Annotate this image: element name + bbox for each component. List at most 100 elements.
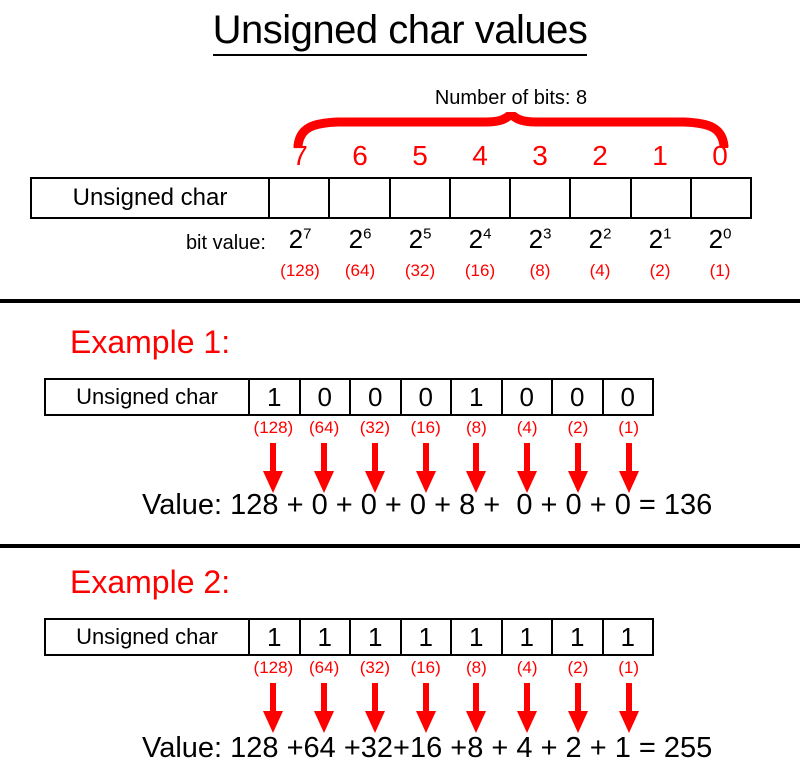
example-2-row-label: Unsigned char (46, 620, 250, 654)
bit-decimal-4: (8) (529, 261, 551, 280)
example-1-weight-3: (16) (410, 418, 441, 437)
example-1-bit-cell-6[interactable]: 0 (553, 380, 604, 414)
example-1-down-arrow-3 (413, 443, 439, 495)
example-2-down-arrow-3 (413, 683, 439, 735)
example-1-bit-cell-3[interactable]: 0 (402, 380, 452, 414)
header-bit-cell-7[interactable] (692, 179, 750, 217)
example-2-weight-7: (1) (618, 658, 640, 677)
bit-value-label: bit value: (185, 232, 266, 254)
bit-decimal-6: (2) (649, 261, 671, 280)
example-2-weight-2: (32) (359, 658, 390, 677)
example-1-bit-cell-7[interactable]: 0 (620, 381, 635, 412)
example-2-bit-cell-7[interactable]: 1 (620, 621, 635, 652)
example-1-weight-4: (8) (465, 418, 487, 437)
example-1-bit-cell-1[interactable]: 0 (301, 380, 351, 414)
bit-decimal-3: (16) (464, 261, 496, 280)
example-2-down-arrow-2 (362, 683, 388, 735)
example-2-down-arrow-5 (514, 683, 540, 735)
example-1-down-arrow-4 (463, 443, 489, 495)
example-1-weight-row: (128) (64) (32) (16) (8) (4) (2) (1) (248, 418, 654, 438)
example-1-weight-5: (4) (516, 418, 538, 437)
example-2-down-arrow-4 (463, 683, 489, 735)
example-1-weight-2: (32) (359, 418, 390, 437)
example-2-bit-cell-1[interactable]: 1 (301, 620, 351, 654)
example-2-bit-cell-0[interactable]: 1 (250, 620, 301, 654)
bit-decimal-2: (32) (404, 261, 436, 280)
header-bit-table: Unsigned char (30, 177, 752, 219)
example-2-bit-cell-6[interactable]: 1 (553, 620, 604, 654)
bit-power-2: 25 (408, 224, 432, 254)
bit-power-3: 24 (468, 224, 492, 254)
bit-number-3: 4 (472, 140, 488, 171)
header-bit-cell-6[interactable] (632, 179, 692, 217)
bit-number-0: 7 (292, 140, 308, 171)
example-1-bit-cell-4[interactable]: 1 (452, 380, 503, 414)
example-2-weight-6: (2) (567, 658, 589, 677)
bit-decimal-7: (1) (709, 261, 731, 280)
example-1-value-line: Value: 128 + 0 + 0 + 0 + 8 + 0 + 0 + 0 =… (142, 489, 713, 521)
header-cells (270, 179, 750, 217)
example-1-down-arrow-0 (260, 443, 286, 495)
example-1-heading: Example 1: (70, 324, 231, 360)
header-bit-cell-4[interactable] (511, 179, 572, 217)
example-2-value-line: Value: 128 +64 +32+16 +8 + 4 + 2 + 1 = 2… (142, 732, 713, 764)
example-1-weight-0: (128) (253, 418, 294, 437)
section-divider-1 (0, 299, 800, 303)
example-1-down-arrow-6 (565, 443, 591, 495)
example-1-row-label: Unsigned char (46, 380, 250, 414)
example-1-down-arrow-1 (311, 443, 337, 495)
example-2-weight-row: (128) (64) (32) (16) (8) (4) (2) (1) (248, 658, 654, 678)
example-2-weight-0: (128) (253, 658, 294, 677)
number-of-bits-caption: Number of bits: 8 (434, 87, 588, 109)
example-2-weight-4: (8) (465, 658, 487, 677)
bit-decimal-0: (128) (280, 261, 320, 280)
page-title-text: Unsigned char values (212, 8, 588, 56)
header-bit-cell-5[interactable] (571, 179, 632, 217)
bit-power-4: 23 (528, 224, 552, 254)
header-row-label: Unsigned char (32, 179, 270, 217)
example-1-weight-1: (64) (309, 418, 340, 437)
bit-power-1: 26 (348, 224, 372, 254)
example-1-weight-7: (1) (618, 418, 640, 437)
bit-number-7: 0 (712, 140, 728, 171)
bit-number-1: 6 (352, 140, 368, 171)
example-2-bit-cell-2[interactable]: 1 (351, 620, 402, 654)
bit-power-0: 27 (288, 224, 312, 254)
bit-power-7: 20 (708, 224, 732, 254)
bit-power-6: 21 (648, 224, 672, 254)
example-1-down-arrow-2 (362, 443, 388, 495)
example-1-weight-6: (2) (567, 418, 589, 437)
example-2-weight-1: (64) (309, 658, 340, 677)
example-1-down-arrow-5 (514, 443, 540, 495)
example-2-down-arrow-6 (565, 683, 591, 735)
bit-decimal-5: (4) (589, 261, 611, 280)
section-divider-2 (0, 544, 800, 548)
example-2-bit-cell-3[interactable]: 1 (402, 620, 452, 654)
example-1-bit-cell-5[interactable]: 0 (503, 380, 553, 414)
example-1-bit-cell-2[interactable]: 0 (351, 380, 402, 414)
brace-icon (290, 109, 732, 151)
bit-decimal-1: (64) (344, 261, 376, 280)
example-2-weight-3: (16) (410, 658, 441, 677)
bit-power-5: 22 (588, 224, 612, 254)
example-1-arrow-row (248, 443, 654, 495)
example-1-down-arrow-7 (616, 443, 642, 495)
bit-number-5: 2 (592, 140, 608, 171)
example-2-bit-cell-5[interactable]: 1 (503, 620, 553, 654)
bit-power-row: 27 26 25 24 23 22 21 20 (270, 224, 750, 254)
bit-decimal-row: (128) (64) (32) (16) (8) (4) (2) (1) (270, 261, 750, 281)
header-bit-cell-1[interactable] (330, 179, 391, 217)
header-bit-cell-0[interactable] (270, 179, 331, 217)
example-2-arrow-row (248, 683, 654, 735)
header-bit-cell-2[interactable] (391, 179, 451, 217)
example-2-down-arrow-7 (616, 683, 642, 735)
page-title: Unsigned char values (0, 6, 800, 56)
example-2-bit-cell-4[interactable]: 1 (452, 620, 503, 654)
header-bit-cell-3[interactable] (451, 179, 511, 217)
bit-number-2: 5 (412, 140, 428, 171)
example-2-weight-5: (4) (516, 658, 538, 677)
example-1-bit-cell-0[interactable]: 1 (250, 380, 301, 414)
